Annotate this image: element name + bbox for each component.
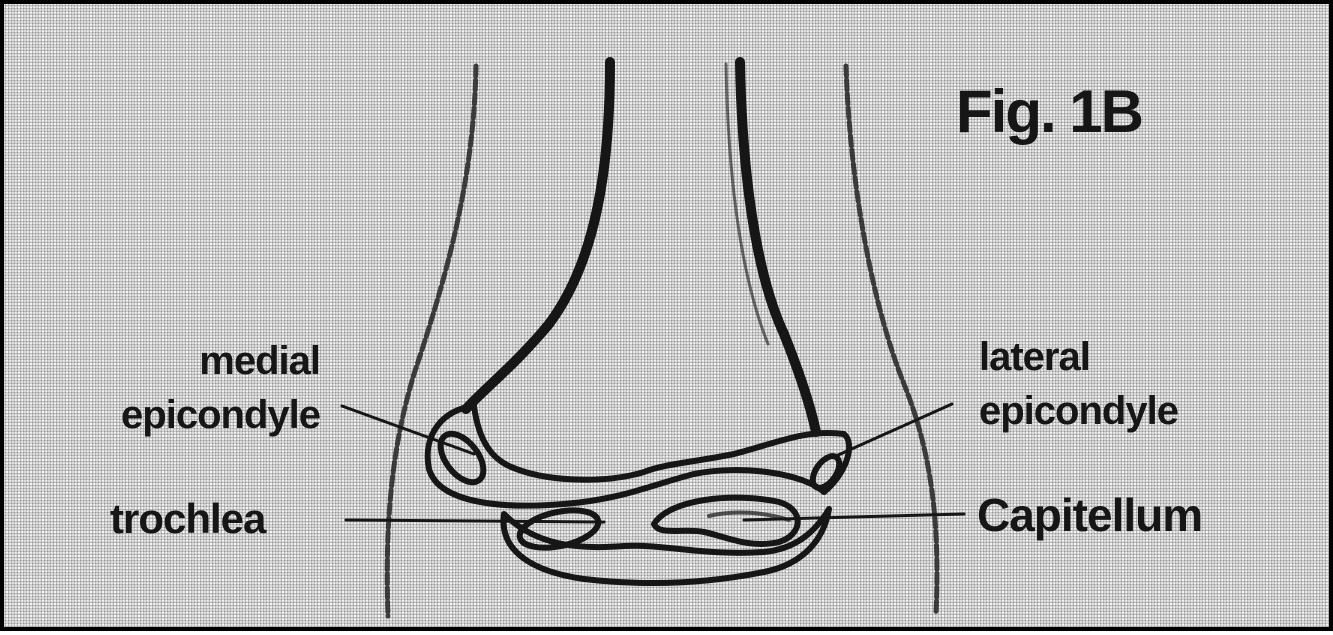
medial-epicondyle-label: medial epicondyle [114,334,320,442]
cortex-left [466,62,610,409]
outer-contour-left [387,66,476,616]
trochlea-label: trochlea [110,498,265,540]
lateral-epicondyle-shape [807,452,844,493]
figure-title: Fig. 1B [956,82,1142,142]
lateral-epicondyle-label: lateral epicondyle [979,330,1178,438]
medial-epicondyle-label-line2: epicondyle [114,388,320,442]
leader-lateral-epicondyle [836,404,952,456]
leader-trochlea [346,520,604,522]
lateral-epicondyle-label-line1: lateral [979,330,1178,384]
lateral-epicondyle-label-line2: epicondyle [979,384,1178,438]
outer-contour-right [846,66,937,614]
capitellum-center [654,498,798,544]
cortex-right [740,62,816,432]
medial-epicondyle-label-line1: medial [114,334,320,388]
capitellum-label: Capitellum [977,492,1202,538]
condyle-outline [428,406,849,506]
